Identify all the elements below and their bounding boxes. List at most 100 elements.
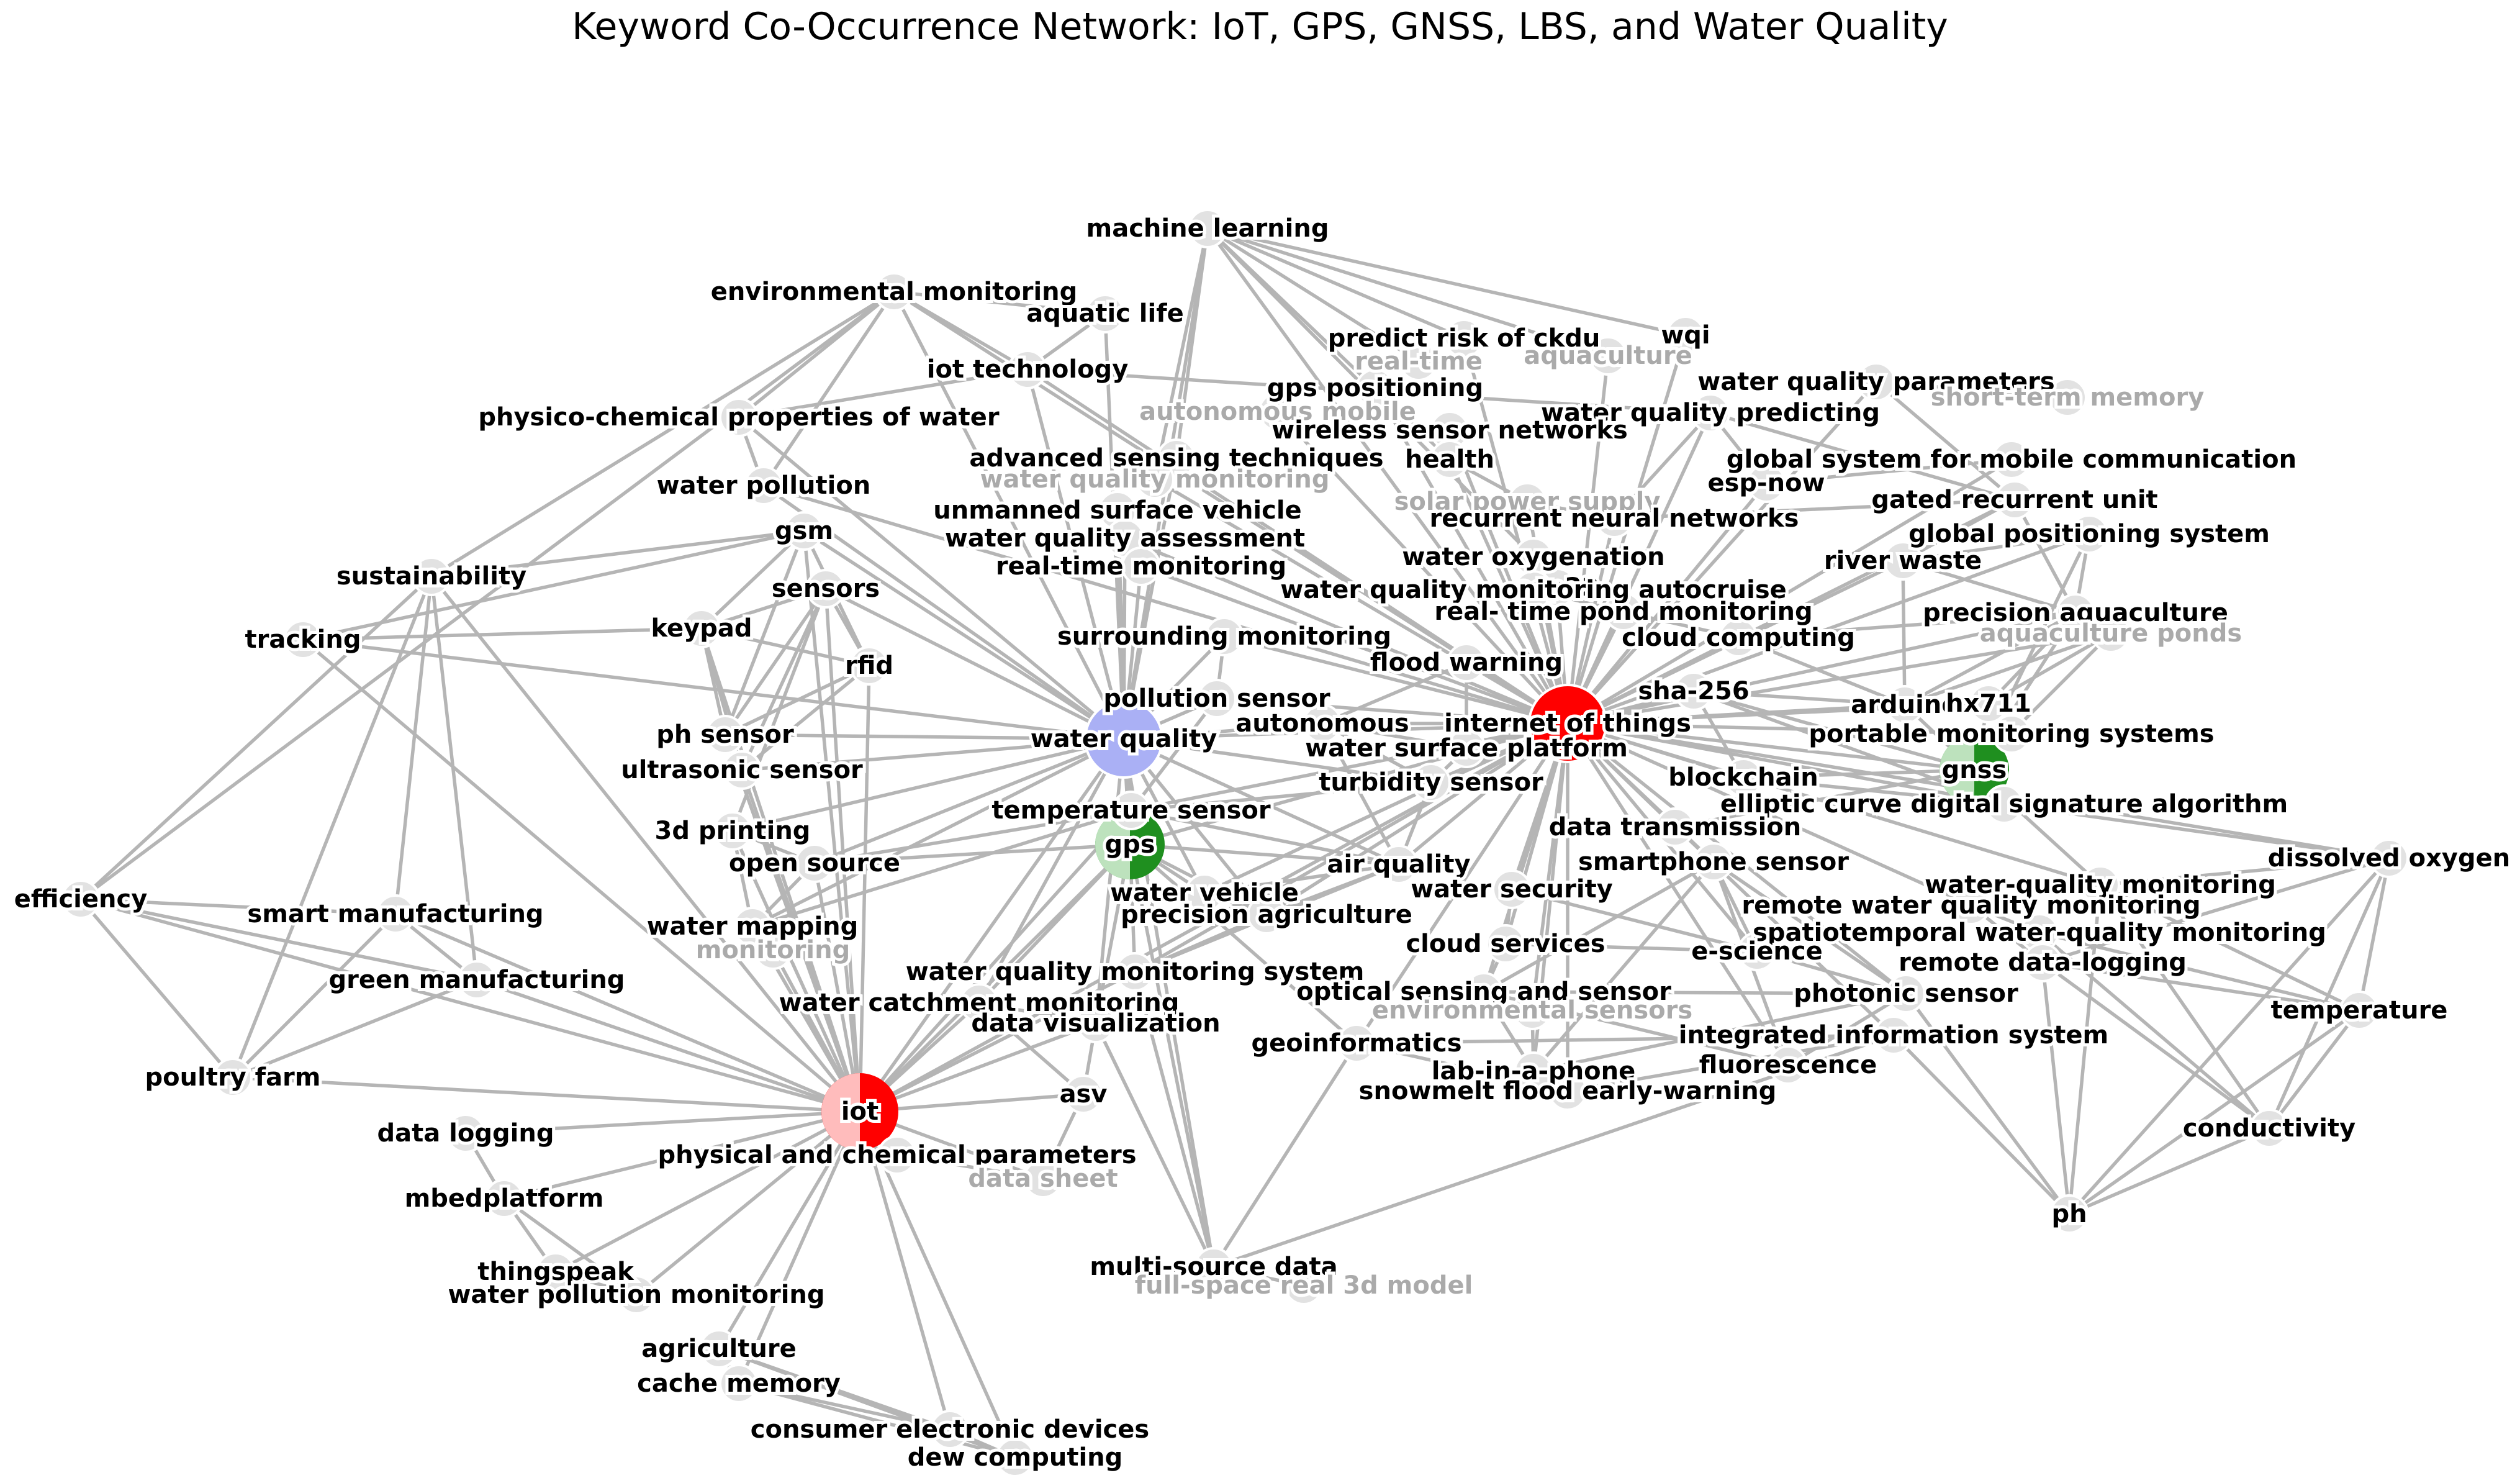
node-predict-risk-of-ckdu[interactable] (1444, 319, 1484, 358)
node-ph-sensor[interactable] (705, 715, 745, 755)
node-surrounding-monitoring[interactable] (1204, 617, 1244, 656)
node-thingspeak[interactable] (536, 1252, 576, 1292)
node-temperature-sensor[interactable] (1111, 791, 1151, 830)
node-gnss[interactable] (1940, 735, 2009, 805)
node-air-quality[interactable] (1379, 845, 1419, 884)
node-sensors[interactable] (806, 569, 846, 609)
node-solar-power-supply[interactable] (1507, 482, 1547, 522)
node-efficiency[interactable] (61, 879, 101, 919)
node-data-transmission[interactable] (1655, 807, 1695, 847)
node-portable-monitoring-systems[interactable] (1992, 714, 2031, 754)
node-integrated-information-system[interactable] (1874, 1015, 1913, 1055)
node-lab-in-a-phone[interactable] (1514, 1051, 1553, 1091)
node-esp-now[interactable] (1746, 463, 1786, 503)
node-water-quality-monitoring[interactable] (2080, 865, 2120, 905)
node-pollution-sensor[interactable] (1197, 679, 1237, 719)
node-health[interactable] (1430, 440, 1470, 479)
node-gsm[interactable] (784, 511, 824, 551)
node-precision-aquaculture[interactable] (2056, 593, 2095, 633)
node-mbedplatform[interactable] (484, 1179, 524, 1218)
node-autonomous-mobile[interactable] (1258, 392, 1298, 432)
node-real-time[interactable] (1399, 342, 1438, 381)
node-environmental-sensors[interactable] (1512, 991, 1552, 1030)
node-fluorescence[interactable] (1768, 1045, 1808, 1085)
node-water-quality-parameters[interactable] (1856, 362, 1896, 402)
node-data-visualization[interactable] (1076, 1004, 1116, 1043)
node-green-manufacturing[interactable] (457, 960, 497, 1000)
node-dew-computing[interactable] (995, 1438, 1035, 1477)
node-remote-data-logging[interactable] (2023, 943, 2062, 982)
node-iot[interactable] (821, 1073, 898, 1150)
node-water-pollution-monitoring[interactable] (616, 1275, 656, 1315)
node-gated-recurrent-unit[interactable] (1995, 480, 2035, 520)
node-sustainability[interactable] (412, 556, 451, 596)
node-rfid[interactable] (849, 646, 889, 686)
node-full-space-real-3d-model[interactable] (1284, 1266, 1324, 1305)
node-aquatic-life[interactable] (1085, 294, 1125, 333)
node-e-science[interactable] (1737, 932, 1777, 971)
node-blockchain[interactable] (1723, 758, 1763, 797)
node-physical-and-chemical-parameters[interactable] (877, 1135, 917, 1175)
node-elliptic-curve-digital-signature-algorithm[interactable] (1984, 784, 2024, 824)
node-3d-printing[interactable] (713, 811, 752, 851)
node-smart-manufacturing[interactable] (376, 894, 415, 934)
node-tracking[interactable] (283, 620, 323, 660)
node-monitoring[interactable] (753, 930, 793, 970)
node-iot-technology[interactable] (1008, 350, 1047, 389)
node-real-time-pond-monitoring[interactable] (1604, 592, 1643, 632)
node-autonomous[interactable] (1303, 704, 1342, 743)
node-aquaculture-ponds[interactable] (2091, 614, 2131, 653)
node-recurrent-neural-networks[interactable] (1594, 499, 1634, 538)
node-wqi[interactable] (1666, 315, 1705, 355)
node-water-quality-monitoring-system[interactable] (1115, 952, 1155, 992)
node-turbidity-sensor[interactable] (1411, 763, 1451, 802)
node-remote-water-quality-monitoring[interactable] (1951, 886, 1991, 925)
node-environmental-monitoring[interactable] (874, 272, 914, 312)
node-smartphone-sensor[interactable] (1694, 842, 1733, 882)
node-aquaculture[interactable] (1588, 336, 1628, 376)
node-consumer-electronic-devices[interactable] (930, 1410, 970, 1449)
node-precision-agriculture[interactable] (1247, 895, 1286, 935)
node-real-time-monitoring[interactable] (1121, 546, 1161, 586)
node-ph[interactable] (2049, 1194, 2089, 1234)
node-dissolved-oxygen[interactable] (2369, 838, 2409, 878)
node-multi-source-data[interactable] (1194, 1247, 1234, 1287)
node-poultry-farm[interactable] (213, 1058, 253, 1097)
node-agriculture[interactable] (699, 1329, 739, 1369)
node-open-source[interactable] (795, 843, 834, 883)
node-water-pollution[interactable] (744, 466, 784, 506)
node-river-waste[interactable] (1883, 541, 1923, 581)
node-global-positioning-system[interactable] (2069, 514, 2109, 554)
node-water-vehicle[interactable] (1185, 873, 1224, 913)
node-water-catchment-monitoring[interactable] (959, 983, 999, 1023)
node-geoinformatics[interactable] (1337, 1023, 1376, 1063)
node-water-security[interactable] (1492, 869, 1532, 909)
node-cloud-services[interactable] (1486, 924, 1525, 964)
node-snowmelt-flood-early-warning[interactable] (1548, 1071, 1587, 1111)
node-machine-learning[interactable] (1188, 209, 1227, 248)
node-physico-chemical-properties-of-water[interactable] (719, 397, 759, 437)
node-conductivity[interactable] (2249, 1109, 2289, 1148)
node-hx711[interactable] (1969, 684, 2008, 723)
node-ultrasonic-sensor[interactable] (722, 750, 762, 790)
node-water-quality-monitoring-autocruise[interactable] (1514, 570, 1553, 610)
node-temperature[interactable] (2339, 991, 2379, 1030)
node-data-sheet[interactable] (1023, 1159, 1063, 1199)
node-sha-256[interactable] (1674, 671, 1714, 711)
node-internet-of-things[interactable] (1528, 684, 1607, 763)
node-gps-positioning[interactable] (1355, 368, 1395, 408)
node-water-quality-monitoring[interactable] (1135, 460, 1175, 499)
node-keypad[interactable] (682, 609, 721, 648)
node-water-quality-predicting[interactable] (1691, 393, 1730, 433)
node-data-logging[interactable] (446, 1113, 485, 1153)
node-photonic-sensor[interactable] (1886, 974, 1926, 1014)
node-arduino[interactable] (1885, 685, 1925, 725)
node-water-quality[interactable] (1084, 699, 1163, 779)
node-optical-sensing-and-sensor[interactable] (1464, 972, 1504, 1012)
node-cache-memory[interactable] (719, 1364, 759, 1404)
node-short-term-memory[interactable] (2048, 378, 2087, 417)
node-global-system-for-mobile-communication[interactable] (1992, 440, 2031, 479)
node-asv[interactable] (1064, 1074, 1103, 1114)
node-cloud-computing[interactable] (1718, 618, 1758, 658)
node-water-surface-platform[interactable] (1447, 728, 1486, 768)
